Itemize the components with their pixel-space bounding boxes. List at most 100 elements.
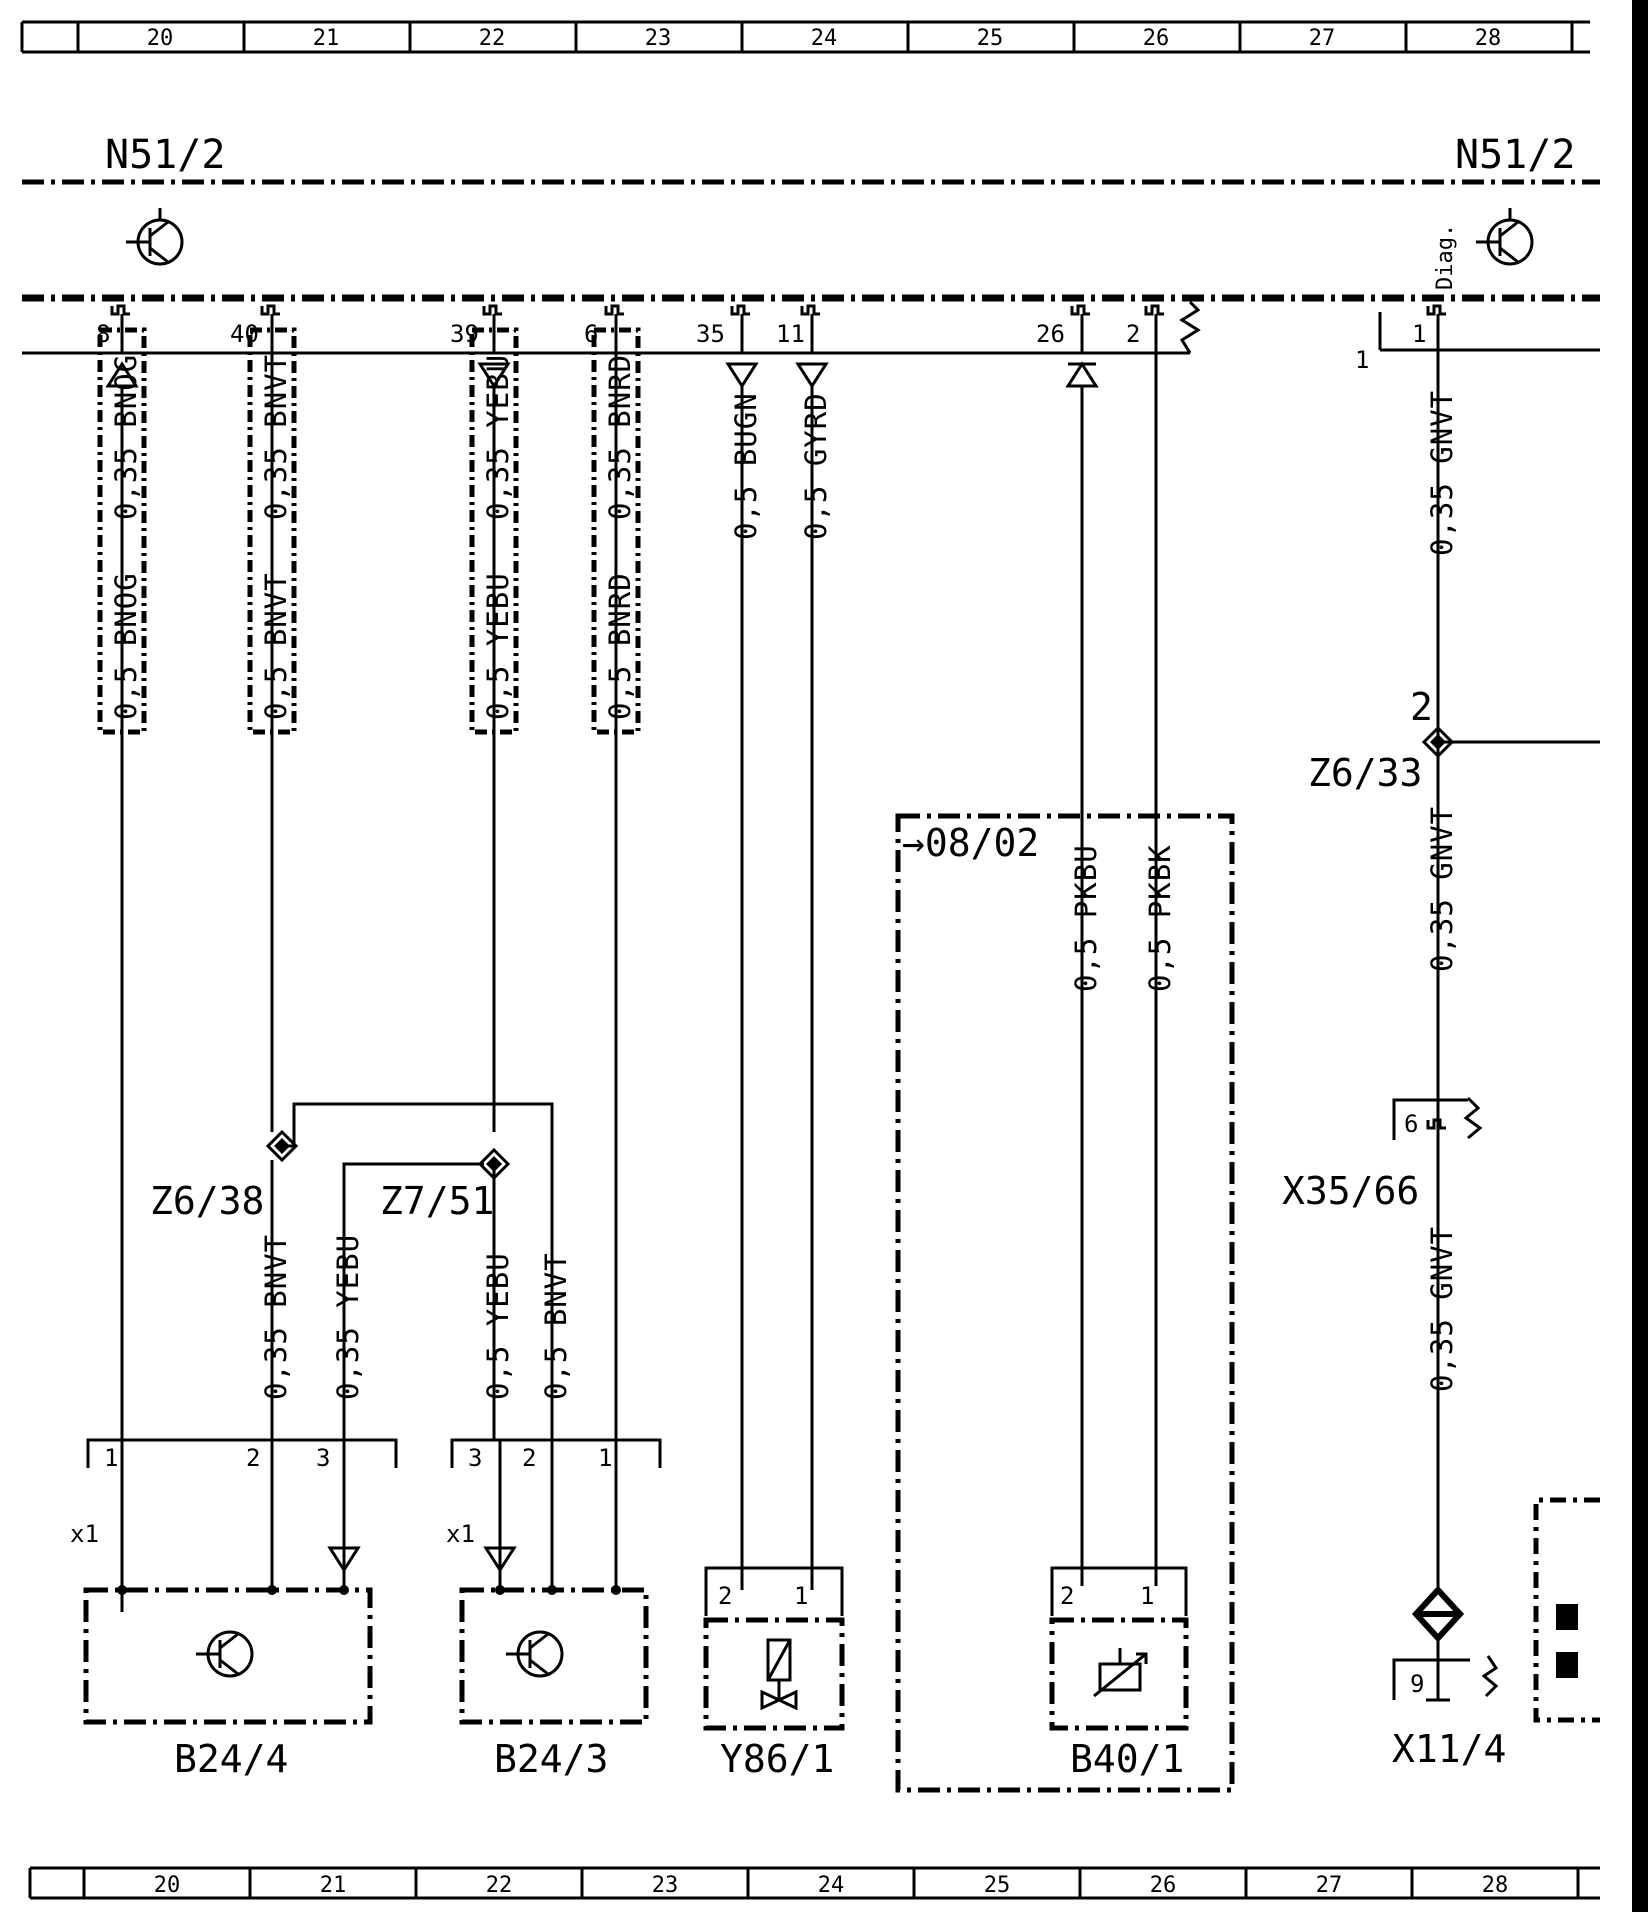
transistor-icon <box>506 1630 564 1678</box>
wire-label-boxed: 0,5 YEBU <box>481 572 515 720</box>
wire-label: 0,35 GNVT <box>1425 1226 1459 1392</box>
bottom-grid-ruler: 20 21 22 23 24 25 26 27 28 <box>28 1866 1600 1900</box>
wire-label: 0,5 PKBU <box>1069 844 1103 992</box>
grid-top-22: 22 <box>479 26 506 51</box>
b24-4-label: B24/4 <box>174 1737 288 1781</box>
wires <box>120 353 1600 1612</box>
grid-top-20: 20 <box>147 26 174 51</box>
grid-top-27: 27 <box>1309 26 1336 51</box>
b40-label: B40/1 <box>1070 1737 1184 1781</box>
grid-top-28: 28 <box>1475 26 1502 51</box>
ecu-pin-39: 39 <box>450 320 479 348</box>
b24-3-pin-1: 1 <box>598 1444 612 1472</box>
grid-bottom-23: 23 <box>652 1873 679 1898</box>
y86-pin-2: 2 <box>718 1582 732 1610</box>
pressure-sensor-icon <box>1093 1648 1148 1698</box>
resistor-icon <box>1179 300 1201 354</box>
y86-pin-1: 1 <box>794 1582 808 1610</box>
splice-label-z6-38: Z6/38 <box>150 1179 264 1223</box>
ecu-pin-2: 2 <box>1126 320 1140 348</box>
ground-icon <box>1556 1604 1578 1630</box>
splice-pin-z6-33: 2 <box>1410 685 1433 729</box>
ecu-pin-11: 11 <box>776 320 805 348</box>
ecu-label-left: N51/2 <box>105 132 225 178</box>
signal-arrows <box>105 361 1099 389</box>
wire-label: 0,5 PKBK <box>1143 844 1177 992</box>
transistor-icon <box>1476 208 1534 266</box>
wire-label: 0,35 BNRD <box>603 354 637 520</box>
wire-label: 0,35 YEBU <box>331 1234 365 1400</box>
wire-label-boxed: 0,5 BNOG <box>109 572 143 720</box>
ecu-pin-1: 1 <box>1412 320 1426 348</box>
ecu-pin-35: 35 <box>696 320 725 348</box>
component-b24-3: 3 2 1 x1 B24/3 <box>446 1438 662 1781</box>
b24-4-pin-1: 1 <box>104 1444 118 1472</box>
x11-label: X11/4 <box>1392 1727 1506 1771</box>
splice-z6-38: Z6/38 <box>150 1129 299 1223</box>
b40-pin-1: 1 <box>1140 1582 1154 1610</box>
wire-label: 0,5 YEBU <box>481 1252 515 1400</box>
top-grid-ruler: 20 21 22 23 24 25 26 27 28 <box>20 20 1590 54</box>
splice-z6-33: Z6/33 2 <box>1308 685 1455 795</box>
ecu-pins: 8 40 39 6 35 11 26 <box>96 304 1446 353</box>
grid-bottom-28: 28 <box>1482 1873 1509 1898</box>
b24-3-label: B24/3 <box>494 1737 608 1781</box>
component-b24-4: 1 2 3 x1 B24/4 <box>70 1438 398 1781</box>
grid-bottom-22: 22 <box>486 1873 513 1898</box>
b24-4-pin-2: 2 <box>246 1444 260 1472</box>
right-border-bar <box>1632 0 1648 1912</box>
grid-bottom-25: 25 <box>984 1873 1011 1898</box>
grid-bottom-24: 24 <box>818 1873 845 1898</box>
label-brackets <box>97 327 641 735</box>
section-08-02: →08/02 <box>895 813 1235 1793</box>
wire-label-boxed: 0,5 BNRD <box>603 572 637 720</box>
ecu-label-right: N51/2 <box>1455 132 1575 178</box>
ecu-pin-40: 40 <box>230 320 259 348</box>
wire-label: 0,5 GYRD <box>799 392 833 540</box>
wire-label: 0,35 BNOG <box>109 354 143 520</box>
ground-mark-x1: x1 <box>446 1520 475 1548</box>
wire-label-boxed: 0,5 BNVT <box>259 572 293 720</box>
grid-top-25: 25 <box>977 26 1004 51</box>
b24-3-pin-2: 2 <box>522 1444 536 1472</box>
wire-label: 0,5 BUGN <box>729 392 763 540</box>
splice-z7-51: Z7/51 <box>380 1147 511 1223</box>
x11-pin: 9 <box>1410 1670 1424 1698</box>
partial-component-right <box>1533 1497 1600 1723</box>
b40-pin-2: 2 <box>1060 1582 1074 1610</box>
x35-pin: 6 <box>1404 1110 1418 1138</box>
grid-bottom-21: 21 <box>320 1873 347 1898</box>
ground-mark-x1: x1 <box>70 1520 99 1548</box>
b24-4-pin-3: 3 <box>316 1444 330 1472</box>
grid-top-21: 21 <box>313 26 340 51</box>
wire-label: 0,35 BNVT <box>259 354 293 520</box>
connector-x11-4: 9 X11/4 <box>1392 1585 1506 1771</box>
component-b40-1: 2 1 B40/1 <box>1049 1566 1189 1781</box>
resistor-icon <box>1463 1096 1483 1140</box>
grid-top-24: 24 <box>811 26 838 51</box>
y86-label: Y86/1 <box>720 1737 834 1781</box>
section-ref: →08/02 <box>902 821 1039 865</box>
transistor-icon <box>196 1630 254 1678</box>
ecu-n51-2: N51/2 N51/2 Diag. <box>22 132 1600 302</box>
ground-icon <box>1556 1652 1578 1678</box>
diag-label: Diag. <box>1433 224 1458 290</box>
wire-label: 0,35 GNVT <box>1425 806 1459 972</box>
x35-label: X35/66 <box>1282 1169 1419 1213</box>
grid-bottom-26: 26 <box>1150 1873 1177 1898</box>
wire-labels: 0,35 BNOG 0,35 BNVT 0,35 YEBU 0,35 BNRD … <box>109 354 1459 1400</box>
ecu-pin-26: 26 <box>1036 320 1065 348</box>
transistor-icon <box>126 208 184 266</box>
wire-label: 0,35 YEBU <box>481 354 515 520</box>
grid-top-26: 26 <box>1143 26 1170 51</box>
splice-label-z6-33: Z6/33 <box>1308 751 1422 795</box>
solenoid-valve-icon <box>760 1638 798 1711</box>
wire-label: 0,35 GNVT <box>1425 390 1459 556</box>
splice-label-z7-51: Z7/51 <box>380 1179 494 1223</box>
wire-label: 0,5 BNVT <box>539 1252 573 1400</box>
component-y86-1: 2 1 Y86/1 <box>703 1566 845 1781</box>
ground-mark-1: 1 <box>1355 346 1369 374</box>
grid-top-23: 23 <box>645 26 672 51</box>
grid-bottom-27: 27 <box>1316 1873 1343 1898</box>
